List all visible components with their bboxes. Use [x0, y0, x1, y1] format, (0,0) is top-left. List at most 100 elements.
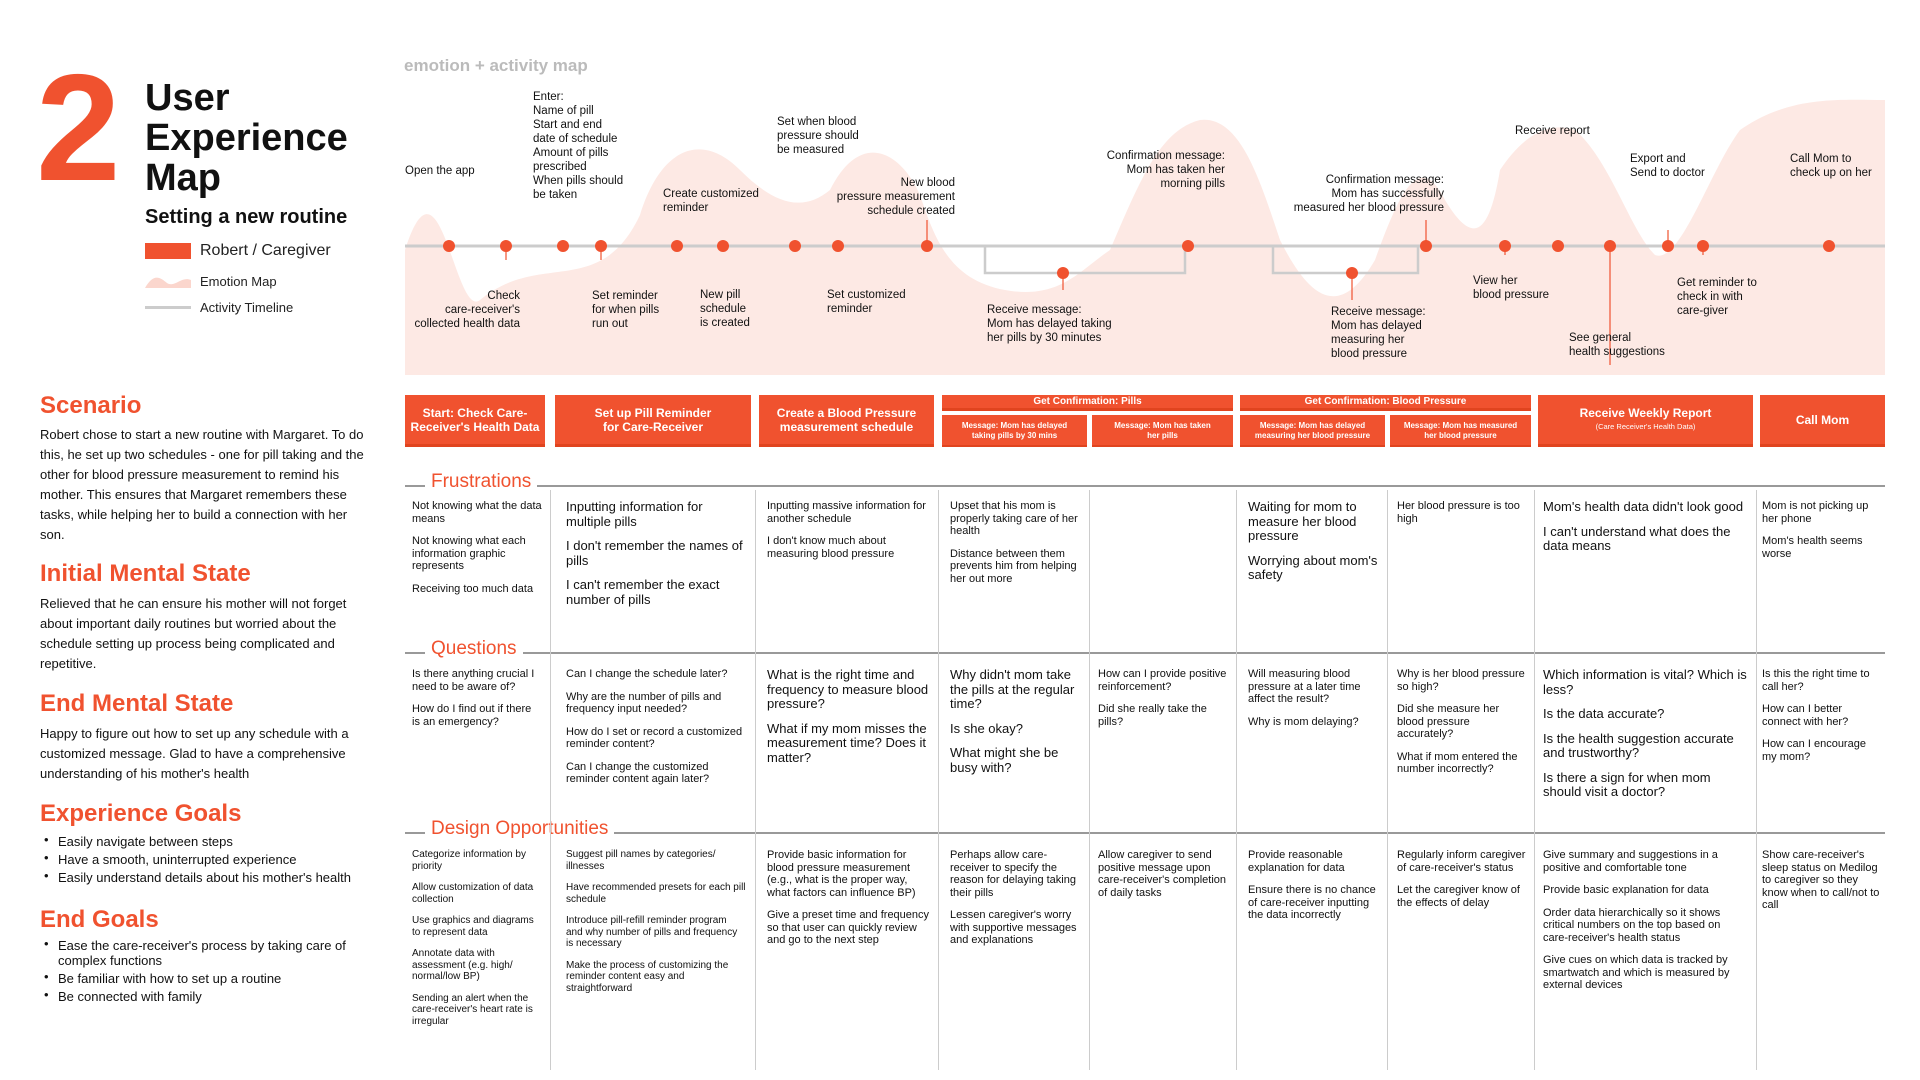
design-item: Sending an alert when the care-receiver'… — [412, 992, 533, 1027]
column-divider — [755, 490, 756, 1070]
design-item: Order data hierarchically so it shows cr… — [1543, 906, 1721, 944]
design-item: Introduce pill-refill reminder program a… — [566, 915, 738, 949]
questions-item: Is there a sign for when mom should visi… — [1543, 769, 1711, 799]
phase-weekly-report: Receive Weekly Report (Care Receiver's H… — [1538, 395, 1753, 447]
phase-confirm-pills: Get Confirmation: Pills — [942, 395, 1233, 411]
subphase-taken-pills: Message: Mom has taken her pills — [1092, 415, 1233, 447]
frustrations-item: Not knowing what the data means — [412, 500, 542, 525]
design-item: Provide basic explanation for data — [1543, 884, 1709, 896]
design-item: Annotate data with assessment (e.g. high… — [412, 948, 513, 982]
questions-item: Did she measure her blood pressure accur… — [1397, 703, 1500, 740]
end-goals-heading: End Goals — [40, 906, 159, 933]
timeline-points — [443, 220, 1835, 365]
questions-item: Can I change the schedule later? — [566, 668, 728, 680]
questions-cell: Is this the right time to call her? How c… — [1762, 668, 1880, 773]
design-item: Give cues on which data is tracked by sm… — [1543, 954, 1730, 991]
questions-item: Is she okay? — [950, 720, 1023, 736]
questions-cell: What is the right time and frequency to … — [767, 667, 932, 775]
timeline-point — [1552, 240, 1564, 252]
timeline-point — [789, 240, 801, 252]
timeline-point — [500, 240, 512, 252]
questions-item: Why is mom delaying? — [1248, 715, 1359, 728]
design-cell: Give summary and suggestions in a positi… — [1543, 849, 1748, 1002]
questions-cell: Can I change the schedule later?Why are … — [566, 668, 746, 796]
questions-cell: Which information is vital? Which is les… — [1543, 667, 1748, 810]
questions-item: What if my mom misses the measurement ti… — [767, 720, 927, 765]
questions-cell: Why didn't mom take the pills at the reg… — [950, 667, 1082, 785]
questions-item: What if mom entered the number incorrect… — [1397, 750, 1518, 776]
design-item: Regularly inform caregiver of care-recei… — [1397, 849, 1526, 874]
questions-cell: Why is her blood pressure so high?Did sh… — [1397, 668, 1529, 786]
timeline-point — [717, 240, 729, 252]
questions-item: How can I encourage my mom? — [1762, 738, 1866, 763]
timeline-label: Enter: Name of pill Start and end date o… — [533, 91, 624, 201]
phase-weekly-report-label: Receive Weekly Report — [1579, 405, 1712, 420]
timeline-label: Open the app — [405, 165, 475, 177]
timeline-label: Get reminder to check in with care-giver — [1677, 277, 1757, 317]
timeline-dip-2 — [1271, 246, 1420, 275]
questions-item: Is the health suggestion accurate and tr… — [1543, 730, 1734, 760]
column-divider — [938, 490, 939, 1070]
legend-persona-label: Robert / Caregiver — [200, 242, 331, 259]
frustrations-item: Receiving too much data — [412, 582, 534, 595]
questions-item: How do I find out if there is an emergen… — [412, 703, 532, 728]
activity-swatch — [145, 306, 191, 309]
end-goal-item: Ease the care-receiver's process by taki… — [44, 936, 374, 968]
timeline-label: New pill schedule is created — [700, 289, 750, 329]
questions-item: Is this the right time to call her? — [1762, 668, 1870, 693]
design-item: Perhaps allow care-receiver to specify t… — [950, 849, 1076, 899]
page-title: User Experience Map — [145, 77, 348, 199]
questions-item: How can I better connect with her? — [1762, 703, 1849, 728]
frustrations-item: I don't remember the names of pills — [566, 538, 743, 568]
experience-goals-list: Easily navigate between steps Have a smo… — [44, 831, 374, 887]
timeline-point — [1182, 240, 1194, 252]
frustrations-item: Distance between them prevents him from … — [950, 547, 1077, 585]
step-number: 2 — [36, 43, 121, 213]
questions-cell: How can I provide positive reinforcement… — [1098, 668, 1231, 738]
frustrations-item: Mom's health seems worse — [1762, 535, 1863, 560]
timeline-label: Set reminder for when pills run out — [592, 290, 660, 330]
timeline-label: Call Mom to check up on her — [1790, 153, 1872, 179]
phase-confirm-bp: Get Confirmation: Blood Pressure — [1240, 395, 1531, 411]
legend-emotion-label: Emotion Map — [200, 274, 277, 289]
questions-item: Can I change the customized reminder con… — [566, 760, 710, 786]
frustrations-item: Inputting information for multiple pills — [566, 499, 703, 529]
experience-goal-item: Easily navigate between steps — [44, 831, 374, 851]
design-cell: Show care-receiver's sleep status on Med… — [1762, 849, 1880, 922]
legend-persona: Robert / Caregiver — [145, 240, 385, 262]
questions-item: What might she be busy with? — [950, 745, 1059, 775]
persona-swatch — [145, 243, 191, 259]
phase-start: Start: Check Care-Receiver's Health Data — [405, 395, 545, 447]
scenario-heading: Scenario — [40, 392, 142, 419]
questions-item: How do I set or record a customized remi… — [566, 725, 743, 751]
timeline-point — [1420, 240, 1432, 252]
design-cell: Provide basic information for blood pres… — [767, 849, 932, 957]
phase-bp-schedule: Create a Blood Pressure measurement sche… — [759, 395, 934, 447]
design-item: Allow caregiver to send positive message… — [1098, 849, 1227, 899]
frustrations-item: Mom's health data didn't look good — [1543, 499, 1744, 514]
design-item: Allow customization of data collection — [412, 882, 534, 905]
column-divider — [1089, 490, 1090, 1070]
timeline-label: New blood pressure measurement schedule … — [836, 177, 955, 217]
questions-item: Is there anything crucial I need to be a… — [412, 668, 535, 693]
map-title: emotion + activity map — [404, 56, 588, 75]
timeline-label: Receive message: Mom has delayed measuri… — [1331, 306, 1426, 360]
timeline-point — [1662, 240, 1674, 252]
design-cell: Allow caregiver to send positive message… — [1098, 849, 1231, 909]
legend-activity-label: Activity Timeline — [200, 300, 294, 315]
end-state-text: Happy to figure out how to set up any sc… — [40, 726, 349, 781]
timeline-label: Export and Send to doctor — [1630, 153, 1705, 179]
frustrations-item: I don't know much about measuring blood … — [767, 535, 895, 560]
phase-call-mom: Call Mom — [1760, 395, 1885, 447]
frustrations-item: Upset that his mom is properly taking ca… — [950, 500, 1078, 537]
frustrations-item: I can't remember the exact number of pil… — [566, 577, 720, 607]
timeline-point — [1057, 267, 1069, 279]
design-item: Ensure there is no chance of care-receiv… — [1248, 884, 1376, 921]
end-goal-item: Be connected with family — [44, 987, 374, 1004]
questions-item: What is the right time and frequency to … — [767, 667, 929, 711]
timeline-point — [595, 240, 607, 252]
questions-cell: Will measuring blood pressure at a later… — [1248, 668, 1383, 738]
frustrations-item: Inputting massive information for anothe… — [767, 500, 926, 525]
